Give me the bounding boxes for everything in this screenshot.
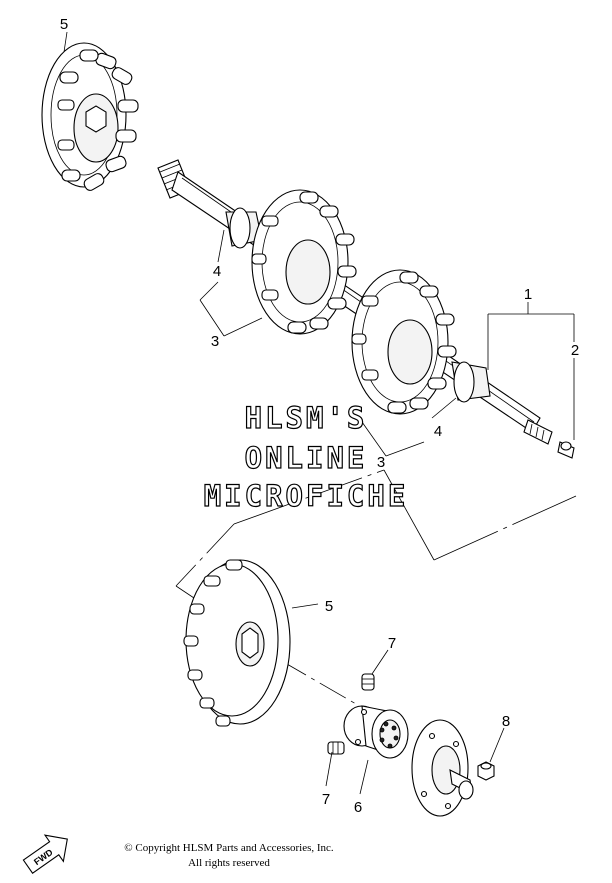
callout-3-upper: 3: [211, 333, 219, 350]
sprocket-middle: [251, 189, 357, 335]
watermark: HLSM'S ONLINE MICROFICHE: [203, 400, 409, 513]
callout-numbers: 5 4 3 1 2 4 3 5 7 7 6 8: [60, 16, 579, 816]
flange-hub: [411, 719, 474, 817]
watermark-line-2: ONLINE: [245, 441, 368, 475]
callout-7-upper: 7: [388, 635, 396, 652]
watermark-line-1: HLSM'S: [245, 401, 368, 435]
callout-leaders-bottom: [325, 649, 505, 795]
callout-7-lower: 7: [322, 791, 330, 808]
sprocket-wheel-bottom: [183, 559, 319, 727]
set-screw-upper: [361, 673, 375, 691]
watermark-line-3: MICROFICHE: [204, 479, 409, 513]
set-screw-lower: [327, 741, 345, 755]
callout-5-bottom: 5: [325, 598, 333, 615]
collar-lower: [451, 361, 491, 403]
copyright-line-1: © Copyright HLSM Parts and Accessories, …: [124, 842, 334, 854]
callout-3-lower: 3: [377, 454, 385, 471]
callout-4-lower: 4: [434, 423, 442, 440]
callout-4-upper: 4: [213, 263, 221, 280]
fwd-arrow-icon: FWD: [22, 834, 68, 874]
callout-2: 2: [571, 342, 579, 359]
callout-8: 8: [502, 713, 510, 730]
copyright-line-2: All rights reserved: [188, 857, 270, 869]
copyright-notice: © Copyright HLSM Parts and Accessories, …: [124, 842, 334, 869]
nut-8: [477, 761, 495, 781]
assembly-connector: [175, 469, 577, 705]
collar-upper: [225, 207, 263, 249]
callout-6: 6: [354, 799, 362, 816]
callout-leaders-top: [63, 31, 575, 457]
callout-1: 1: [524, 286, 532, 303]
nut-2: [557, 441, 575, 459]
callout-5-top: 5: [60, 16, 68, 33]
sprocket-top-left: [41, 42, 139, 191]
bearing-housing: [343, 705, 409, 759]
sprocket-right: [351, 269, 457, 415]
